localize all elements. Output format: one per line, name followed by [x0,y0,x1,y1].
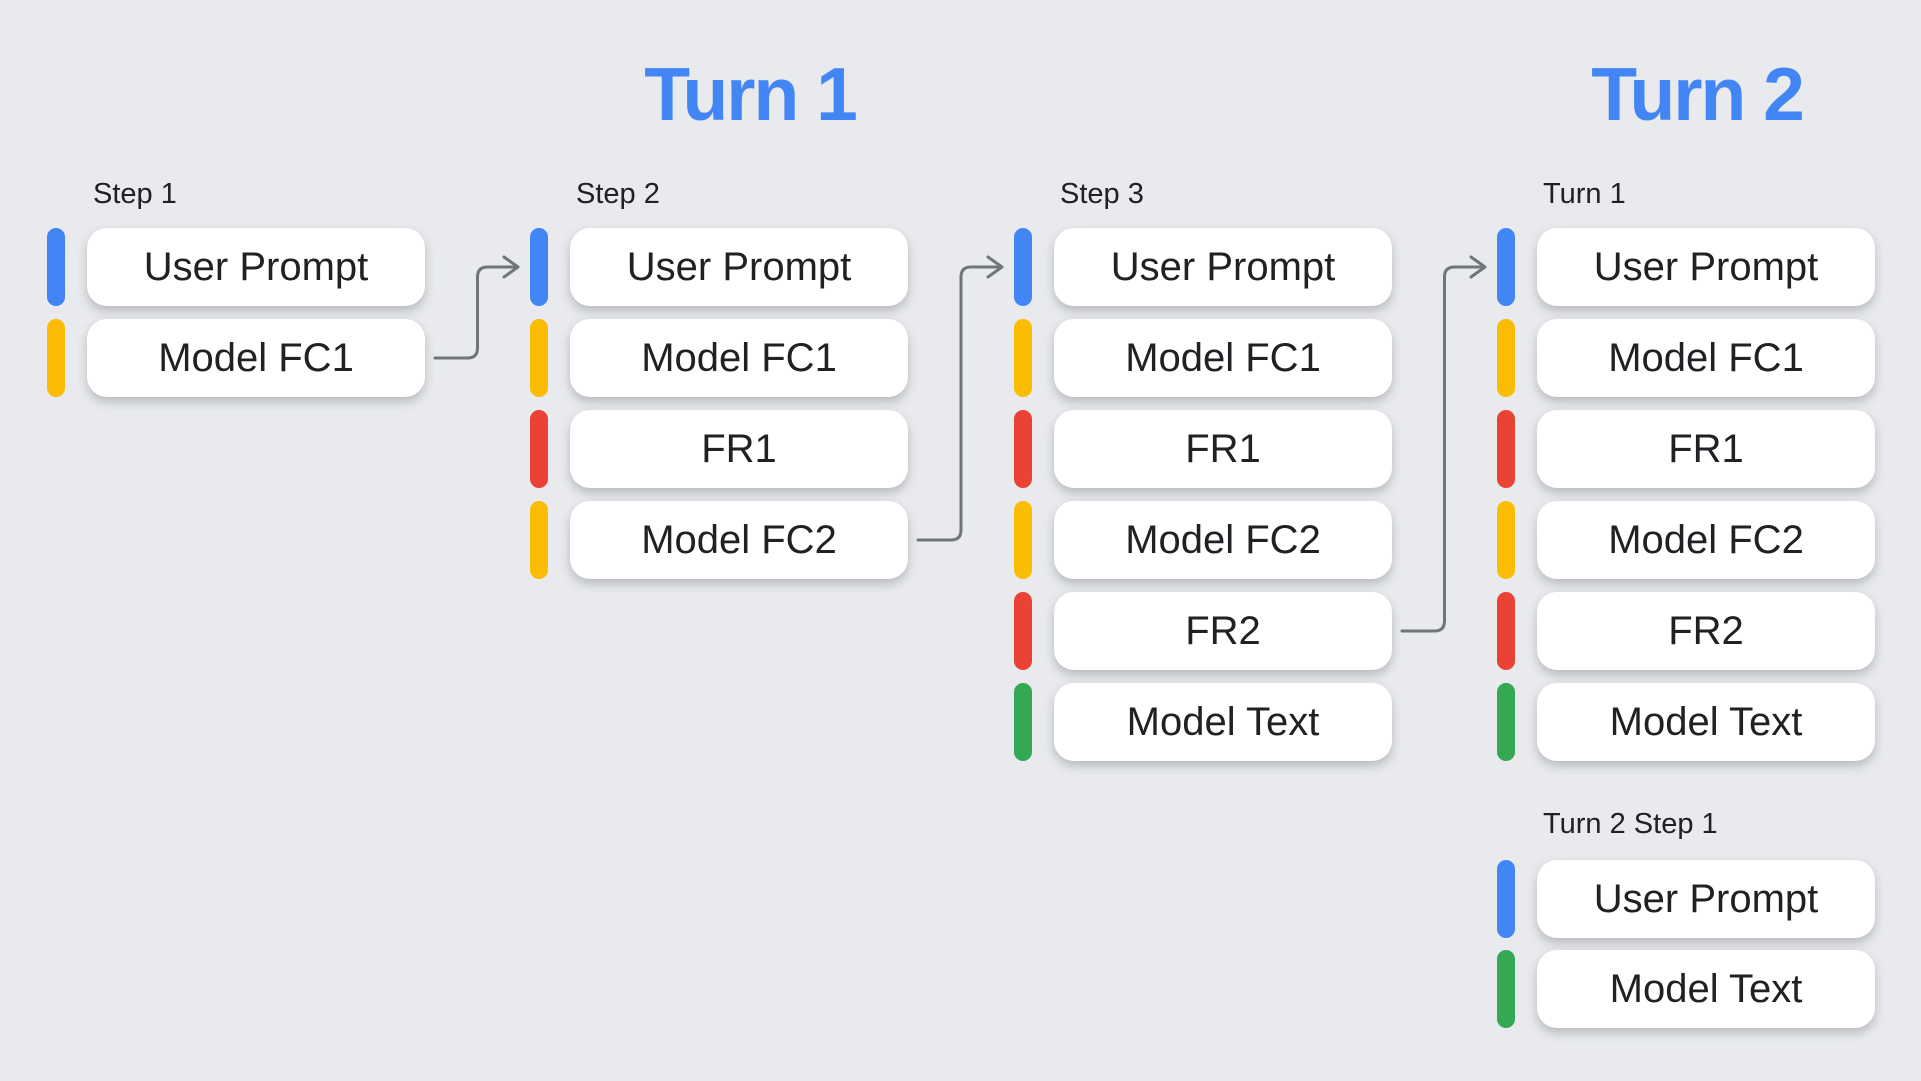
red-indicator-bar [530,410,548,488]
yellow-indicator-bar [530,319,548,397]
blue-indicator-bar [530,228,548,306]
message-box-model-fc1: Model FC1 [1537,319,1875,397]
column-label: Turn 1 [1543,178,1626,210]
message-box-fr2: FR2 [1537,592,1875,670]
turn2-heading: Turn 2 [1591,52,1805,136]
message-box-user-prompt: User Prompt [87,228,425,306]
message-box-model-fc1: Model FC1 [570,319,908,397]
green-indicator-bar [1014,683,1032,761]
yellow-indicator-bar [1014,319,1032,397]
yellow-indicator-bar [47,319,65,397]
message-box-fr1: FR1 [570,410,908,488]
flow-arrow [1400,255,1487,633]
red-indicator-bar [1497,592,1515,670]
red-indicator-bar [1014,410,1032,488]
red-indicator-bar [1497,410,1515,488]
message-box-model-fc1: Model FC1 [1054,319,1392,397]
yellow-indicator-bar [1497,319,1515,397]
message-box-model-fc2: Model FC2 [570,501,908,579]
column-label: Step 3 [1060,178,1144,210]
blue-indicator-bar [47,228,65,306]
green-indicator-bar [1497,683,1515,761]
yellow-indicator-bar [1497,501,1515,579]
flow-arrow [433,255,520,360]
green-indicator-bar [1497,950,1515,1028]
blue-indicator-bar [1497,860,1515,938]
column-label: Step 1 [93,178,177,210]
column-label: Step 2 [576,178,660,210]
message-box-fr1: FR1 [1537,410,1875,488]
flow-arrow [916,255,1004,542]
turn1-heading: Turn 1 [644,52,858,136]
message-box-model-fc1: Model FC1 [87,319,425,397]
yellow-indicator-bar [530,501,548,579]
message-box-user-prompt: User Prompt [1537,860,1875,938]
message-box-model-fc2: Model FC2 [1537,501,1875,579]
message-box-user-prompt: User Prompt [1054,228,1392,306]
message-box-user-prompt: User Prompt [570,228,908,306]
message-box-fr2: FR2 [1054,592,1392,670]
column-label: Turn 2 Step 1 [1543,808,1718,840]
yellow-indicator-bar [1014,501,1032,579]
message-box-user-prompt: User Prompt [1537,228,1875,306]
red-indicator-bar [1014,592,1032,670]
message-box-model-text: Model Text [1537,950,1875,1028]
blue-indicator-bar [1497,228,1515,306]
message-box-model-text: Model Text [1537,683,1875,761]
message-box-model-text: Model Text [1054,683,1392,761]
message-box-model-fc2: Model FC2 [1054,501,1392,579]
blue-indicator-bar [1014,228,1032,306]
message-box-fr1: FR1 [1054,410,1392,488]
